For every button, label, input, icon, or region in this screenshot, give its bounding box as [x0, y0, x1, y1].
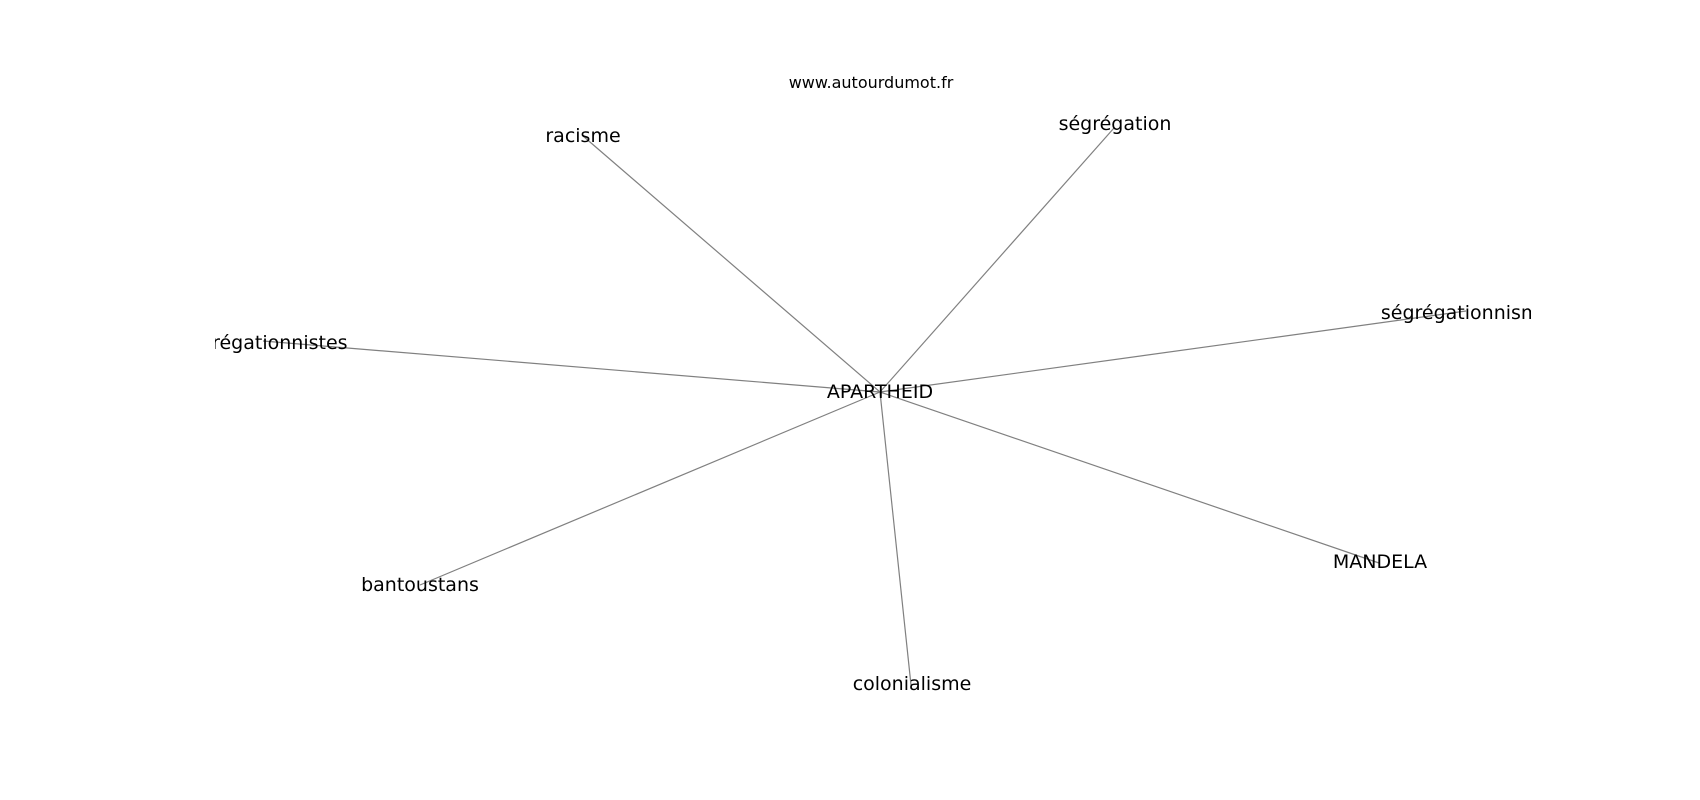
node-label-mandela[interactable]: MANDELA: [1333, 551, 1427, 573]
node-label-racisme[interactable]: racisme: [545, 125, 620, 147]
graph-plot: APARTHEID racisme ségrégation ségrégatio…: [178, 113, 1551, 695]
edge-apartheid-segregation: [879, 127, 1115, 393]
edges: [262, 127, 1467, 686]
node-label-colonialisme[interactable]: colonialisme: [853, 673, 972, 695]
node-label-segregationnistes[interactable]: ségrégationnistes: [178, 332, 348, 354]
node-label-segregation[interactable]: ségrégation: [1059, 113, 1172, 135]
watermark[interactable]: www.autourdumot.fr: [789, 73, 954, 92]
node-label-bantoustans[interactable]: bantoustans: [361, 574, 479, 596]
edge-apartheid-bantoustans: [419, 391, 881, 586]
edge-apartheid-mandela: [879, 391, 1380, 564]
node-label-segregationnisme[interactable]: ségrégationnisme: [1381, 302, 1551, 324]
edge-apartheid-segregationnistes: [262, 340, 881, 393]
edge-apartheid-colonialisme: [879, 391, 912, 686]
edge-apartheid-racisme: [582, 135, 881, 393]
edge-apartheid-segregationnisme: [879, 310, 1467, 393]
node-label-center[interactable]: APARTHEID: [827, 381, 933, 403]
nodes: APARTHEID racisme ségrégation ségrégatio…: [178, 113, 1551, 695]
